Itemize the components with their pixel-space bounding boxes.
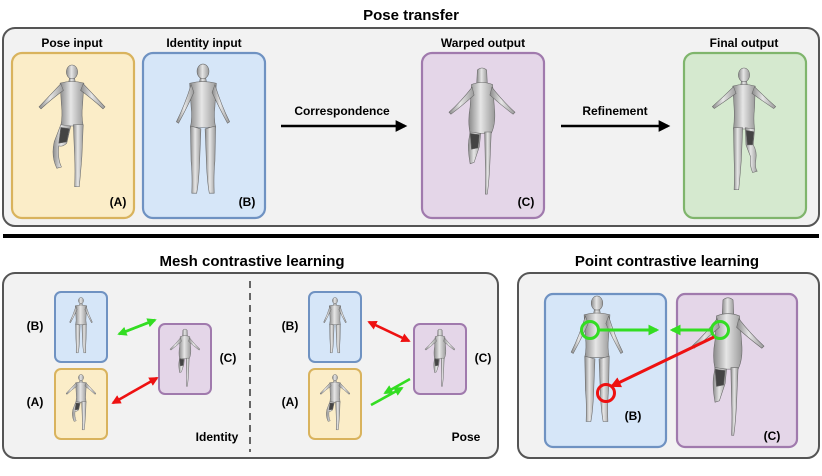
point-tag-b: (B) [625,409,642,423]
pose-panel-tag-c: (C) [475,351,492,365]
point-highlight-b [580,320,600,340]
refinement-label: Refinement [582,104,647,118]
pose-transfer-title: Pose transfer [363,7,459,24]
pose-panel-label: Pose [452,430,481,444]
pose-positive-arrow-right [370,386,404,407]
identity-panel-label: Identity [196,430,239,444]
pose-panel-box-a [308,368,362,440]
point-negative-highlight [596,383,616,403]
identity-negative-arrow [111,376,159,405]
warped-output-box [420,51,546,220]
identity-panel-tag-c: (C) [220,351,237,365]
pose-input-caption: Pose input [41,36,102,50]
identity-positive-arrow-right [121,318,157,335]
identity-input-caption: Identity input [166,36,241,50]
identity-panel-tag-b: (B) [27,319,44,333]
correspondence-label: Correspondence [294,104,390,118]
point-contrastive-title: Point contrastive learning [575,253,759,270]
identity-panel-tag-a: (A) [27,395,44,409]
point-tag-c: (C) [764,429,781,443]
warped-output-caption: Warped output [441,36,525,50]
identity-input-box [141,51,267,220]
pose-panel-box-b [308,291,362,363]
pose-panel-tag-b: (B) [282,319,299,333]
identity-panel-box-b [54,291,108,363]
pose-input-tag: (A) [110,195,127,209]
final-output-caption: Final output [710,36,779,50]
warped-output-tag: (C) [518,195,535,209]
point-highlight-c [710,320,730,340]
identity-input-tag: (B) [239,195,256,209]
final-output-box [682,51,808,220]
pose-panel-tag-a: (A) [282,395,299,409]
point-negative-arrow [610,335,715,388]
pose-negative-arrow [367,320,411,343]
mesh-contrastive-title: Mesh contrastive learning [159,253,344,270]
pose-input-box [10,51,136,220]
pose-positive-arrow-left [383,377,411,395]
identity-panel-box-a [54,368,108,440]
